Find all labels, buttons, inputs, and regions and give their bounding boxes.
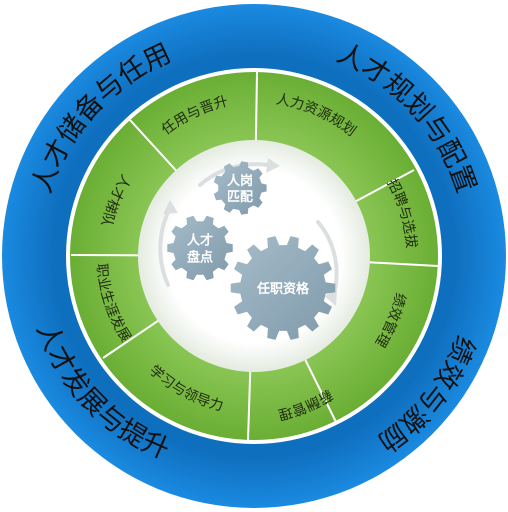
gear-icon	[230, 236, 336, 340]
arrow-head-right	[324, 290, 337, 306]
arrow-head-left	[163, 200, 178, 214]
gear-label: 人才	[187, 233, 213, 249]
gear-label: 人岗	[227, 173, 253, 189]
gear-label: 盘点	[187, 250, 213, 266]
gear-label: 任职资格	[256, 281, 310, 297]
arrow-head-top	[266, 158, 280, 173]
gear-label: 匹配	[227, 190, 253, 205]
gear-icon	[213, 161, 267, 215]
gear-job-qualification: 任职资格	[230, 236, 336, 340]
gear-icon	[167, 215, 233, 281]
